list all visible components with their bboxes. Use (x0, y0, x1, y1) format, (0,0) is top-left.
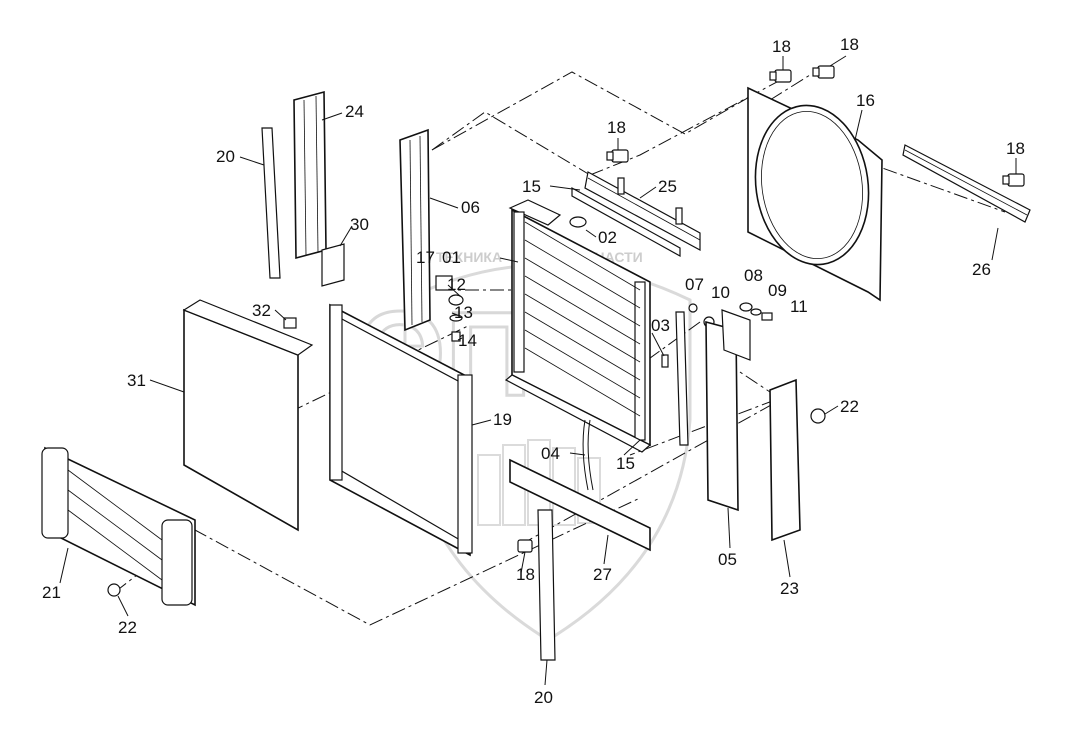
callout-27: 27 (593, 565, 612, 584)
frame-19 (329, 303, 473, 557)
callout-25: 25 (658, 177, 677, 196)
callout-19: 19 (493, 410, 512, 429)
callout-03: 03 (651, 316, 670, 335)
callout-32: 32 (252, 301, 271, 320)
rubber-strip-right (675, 311, 689, 446)
bolt-18-bottom-icon (517, 539, 533, 553)
callout-20: 20 (534, 688, 553, 707)
foam-block-30 (321, 243, 345, 287)
radiator-core (504, 199, 652, 453)
callout-13: 13 (454, 303, 473, 322)
side-plate-23 (769, 378, 801, 542)
panel-31 (182, 299, 314, 532)
callout-09: 09 (768, 281, 787, 300)
callout-23: 23 (780, 579, 799, 598)
washer-08-icon (739, 302, 753, 312)
callout-14: 14 (458, 331, 477, 350)
bolt-icon (812, 65, 835, 79)
cap-12-icon (448, 294, 464, 306)
callout-04: 04 (541, 444, 560, 463)
callout-22: 22 (118, 618, 137, 637)
callout-18: 18 (516, 565, 535, 584)
callout-08: 08 (744, 266, 763, 285)
callout-17: 17 (416, 248, 435, 267)
callout-10: 10 (711, 283, 730, 302)
bolt-32-icon (283, 317, 297, 329)
callout-15: 15 (616, 454, 635, 473)
angle-bar (902, 144, 1031, 223)
fan-shroud (747, 86, 883, 302)
leader-lines (59, 55, 1017, 686)
drain-valve-03-icon (661, 354, 669, 368)
callout-30: 30 (350, 215, 369, 234)
callout-02: 02 (598, 228, 617, 247)
callout-18: 18 (607, 118, 626, 137)
callout-20: 20 (216, 147, 235, 166)
callout-07: 07 (685, 275, 704, 294)
callout-24: 24 (345, 102, 364, 121)
callout-06: 06 (461, 198, 480, 217)
side-plate-20-bottom (537, 509, 556, 661)
washer-09-icon (750, 308, 762, 316)
callout-21: 21 (42, 583, 61, 602)
beam-27 (509, 458, 651, 552)
callout-12: 12 (447, 275, 466, 294)
block-17 (435, 275, 453, 291)
intercooler-21 (41, 446, 196, 607)
bolt-11-icon (761, 312, 773, 321)
callout-labels: 18 18 16 18 24 20 18 06 15 25 18 30 02 1… (42, 35, 1025, 707)
side-plate-20-top (261, 127, 281, 279)
callout-01: 01 (442, 248, 461, 267)
rear-bracket-24 (293, 90, 327, 260)
nut-22-icon (107, 408, 826, 597)
callout-18: 18 (772, 37, 791, 56)
callout-11: 11 (790, 297, 808, 316)
watermark-left-text: ТЕХНИКА (436, 249, 502, 265)
callout-22: 22 (840, 397, 859, 416)
callout-26: 26 (972, 260, 991, 279)
left-upright-bracket (399, 128, 431, 332)
bolt-14-icon (451, 331, 461, 342)
bolt-07-icon (688, 303, 698, 313)
rubber-strip-top (571, 186, 681, 258)
bolt-icon (606, 149, 629, 163)
hose-04 (582, 354, 669, 491)
callout-31: 31 (127, 371, 146, 390)
callout-05: 05 (718, 550, 737, 569)
callout-16: 16 (856, 91, 875, 110)
callout-15: 15 (522, 177, 541, 196)
upper-bracket-bar (584, 171, 701, 252)
bolt-group-18-top (606, 65, 1025, 187)
radiator-cap-icon (569, 216, 587, 228)
callout-18: 18 (1006, 139, 1025, 158)
bolt-icon (769, 69, 792, 83)
bolt-icon (1002, 173, 1025, 187)
callout-18: 18 (840, 35, 859, 54)
right-upright-05 (705, 309, 751, 512)
